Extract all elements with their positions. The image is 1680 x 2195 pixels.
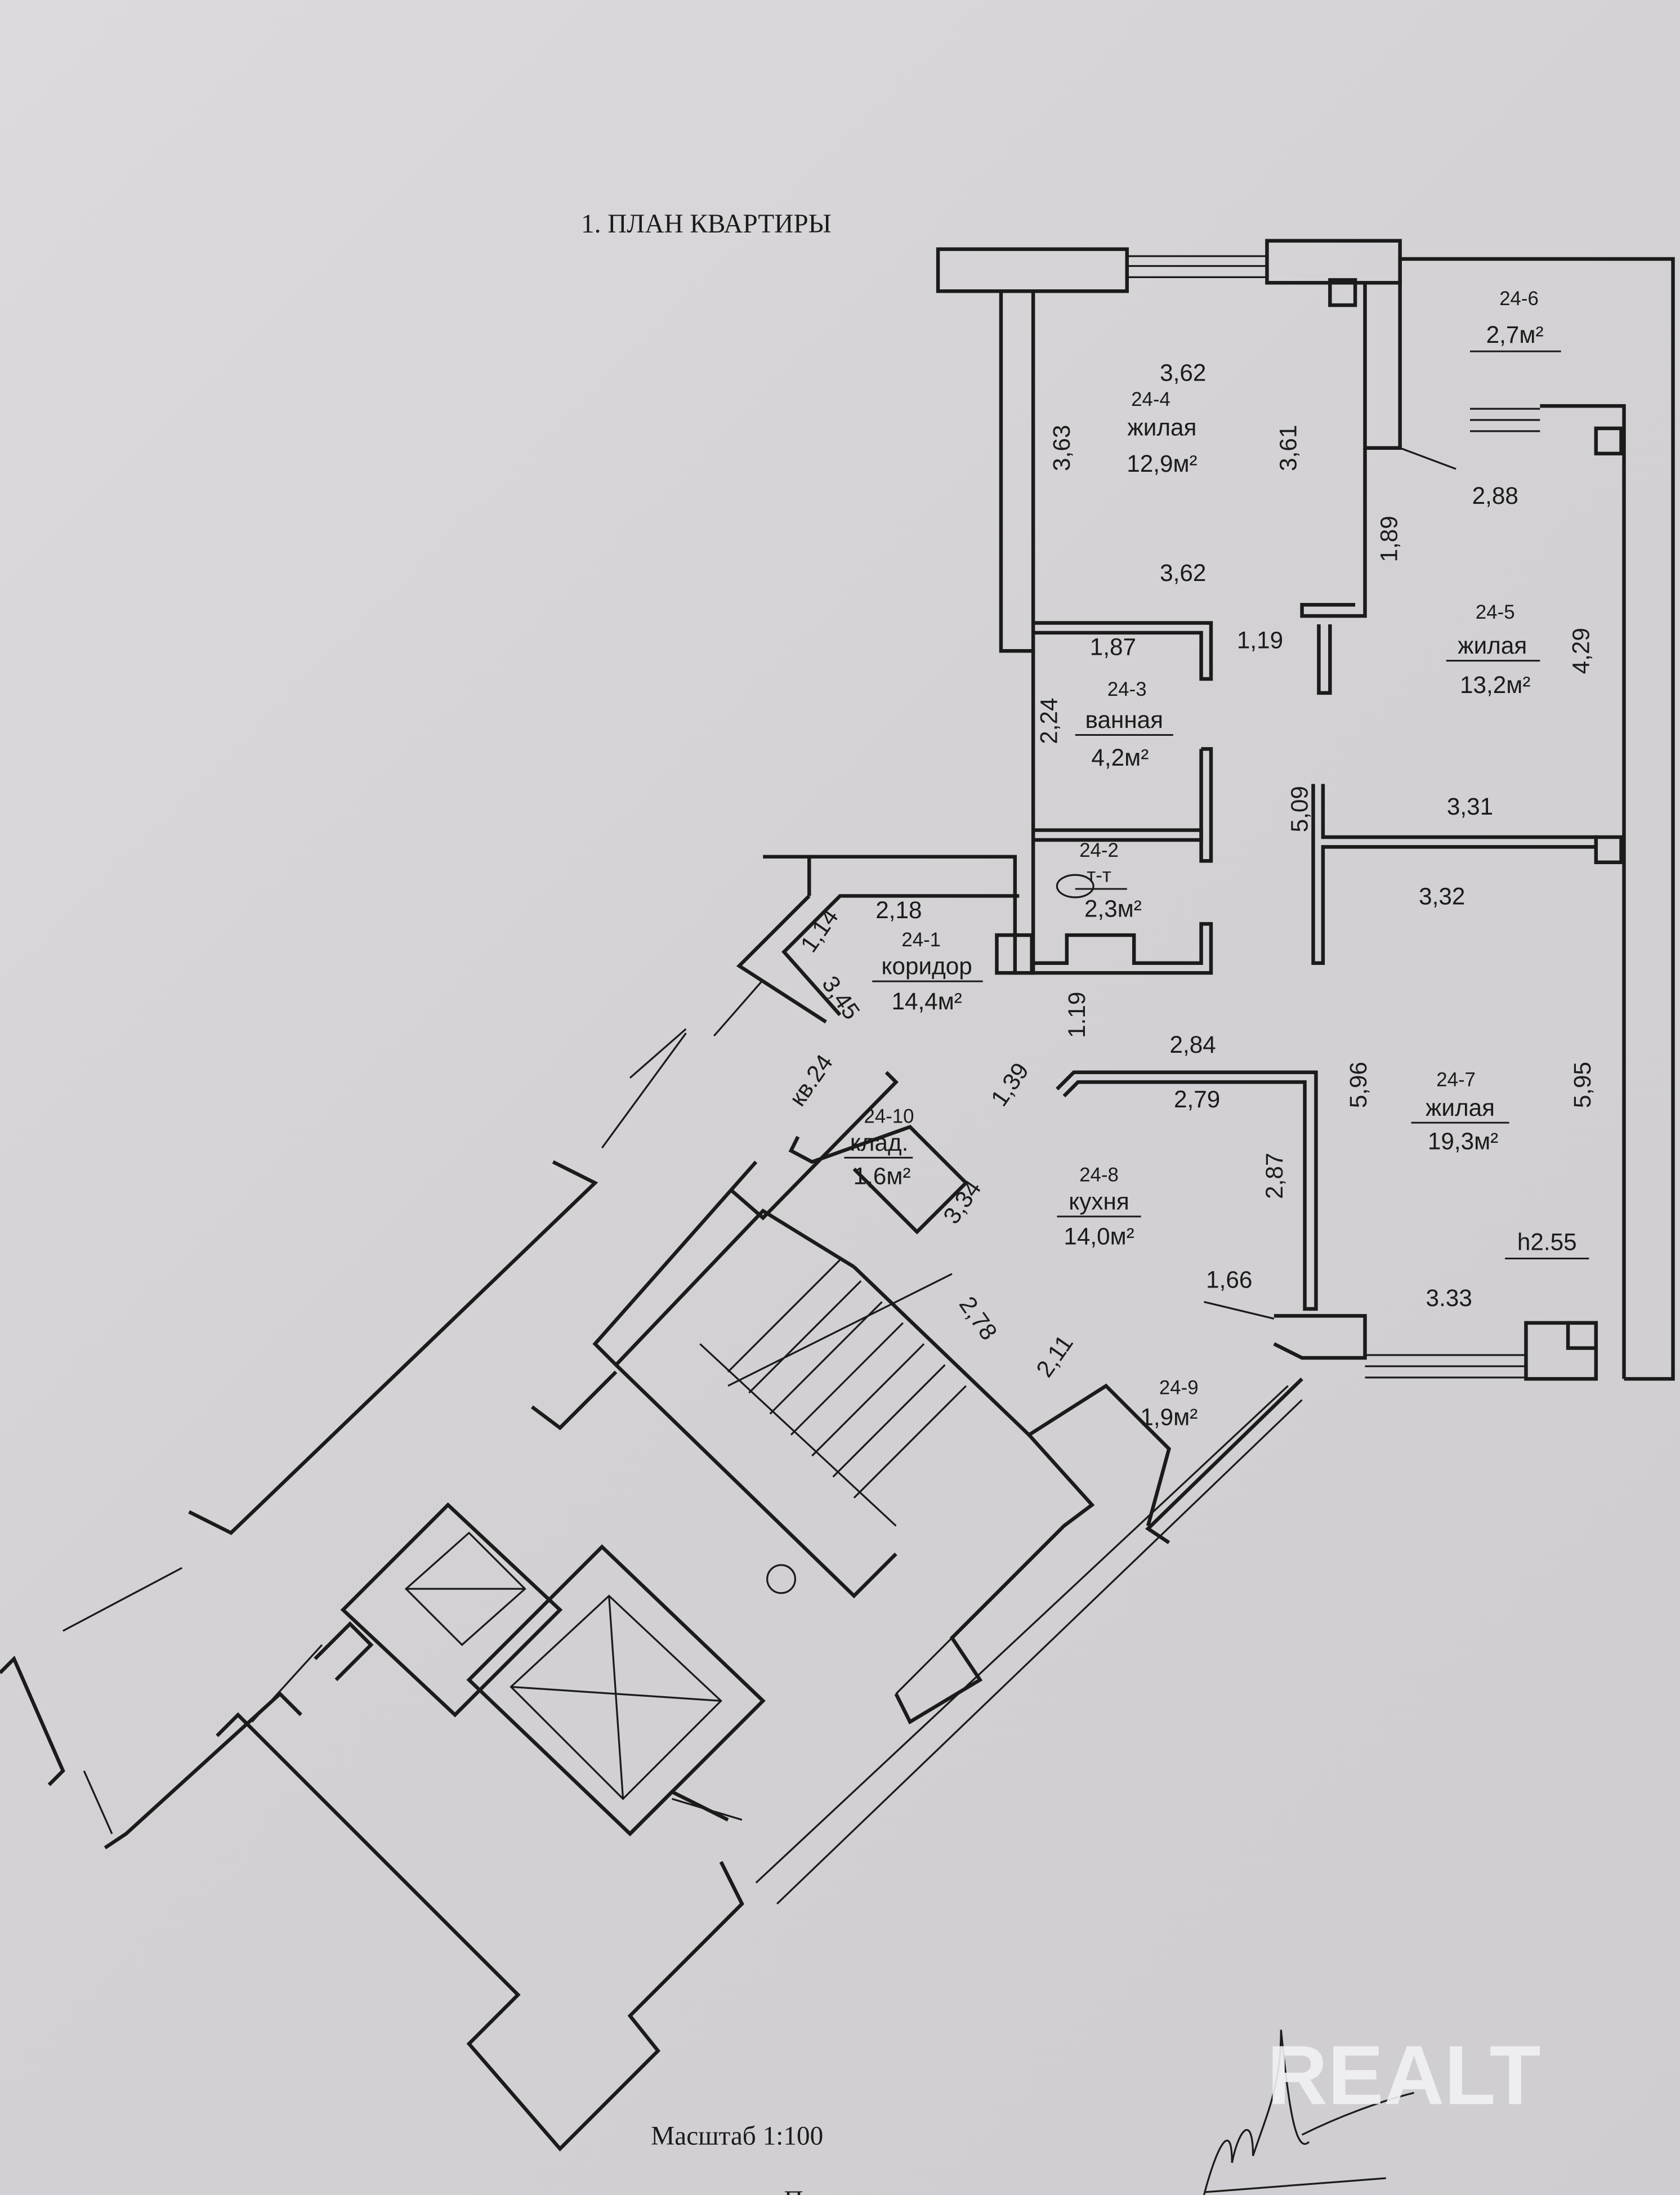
dimension-label: 2,7м² xyxy=(1486,321,1544,348)
apartment-number: кв.24 xyxy=(784,1049,838,1111)
dimension-label: 1,19 xyxy=(1237,627,1283,653)
dimension-label: 24-6 xyxy=(1499,288,1539,310)
riser-icon xyxy=(766,1564,797,1594)
dimension-label: 14,4м² xyxy=(891,988,962,1014)
dimension-label: 13,2м² xyxy=(1460,672,1530,698)
dimension-label: 1,87 xyxy=(1090,634,1136,660)
dimension-label: 24-1 xyxy=(901,929,941,951)
dimension-label: 2,87 xyxy=(1261,1153,1288,1199)
room-24-8: 2,84 2,79 1,39 2,87 24-8 кухня 14,0м² 1,… xyxy=(954,1031,1288,1345)
room-24-4: 3,62 24-4 жилая 12,9м² 3,63 3,61 3,62 xyxy=(1048,359,1302,586)
dimension-label: 2,11 xyxy=(1031,1330,1078,1382)
dimension-label: 1,14 xyxy=(795,904,843,957)
dimension-label: 1,39 xyxy=(986,1058,1034,1111)
dimension-label: жилая xyxy=(1426,1094,1495,1121)
dimension-label: 24-8 xyxy=(1079,1164,1119,1186)
dimension-label: 5,09 xyxy=(1286,786,1313,832)
dimension-label: 2,18 xyxy=(875,897,922,923)
dimension-label: 2,24 xyxy=(1035,698,1062,744)
dimension-label: 2,78 xyxy=(954,1291,1003,1344)
dimension-label: 24-4 xyxy=(1131,388,1170,410)
room-24-6: 24-6 2,7м² xyxy=(1470,288,1561,352)
dimension-label: 1,66 xyxy=(1206,1267,1252,1293)
dimension-label: 2,84 xyxy=(1170,1031,1216,1058)
dimension-label: т-т xyxy=(1087,865,1111,887)
realt-watermark: REALT xyxy=(1267,2028,1540,2122)
toilet-icon xyxy=(1056,874,1094,898)
room-24-1: 2,18 24-1 коридор 14,4м² 1,14 3,45 1.19 xyxy=(795,897,1090,1038)
dimension-label: 5,96 xyxy=(1345,1062,1371,1108)
dimension-label: 2,88 xyxy=(1472,482,1518,509)
building-core xyxy=(0,979,1303,2152)
dimension-label: 3,62 xyxy=(1160,560,1206,586)
scale-label: Масштаб 1:100 xyxy=(651,2121,823,2151)
dimension-label: 14,0м² xyxy=(1064,1223,1134,1250)
dimension-label: коридор xyxy=(882,953,972,980)
dimension-label: 24-9 xyxy=(1159,1377,1199,1399)
room-24-7: 5,09 3,31 3,32 5,96 24-7 жилая 19,3м² 5,… xyxy=(1286,786,1596,1311)
dimension-label: ванная xyxy=(1085,707,1164,733)
room-24-2: 24-2 т-т 2,3м² xyxy=(1075,839,1142,922)
room-24-9: 2,11 24-9 1,9м² xyxy=(1031,1330,1199,1430)
dimension-label: 4,2м² xyxy=(1091,744,1149,771)
dimension-label: 19,3м² xyxy=(1428,1128,1498,1155)
dimension-label: 5,95 xyxy=(1569,1062,1596,1108)
dimension-label: 24-2 xyxy=(1079,839,1119,861)
dimension-label: 24-7 xyxy=(1436,1069,1476,1091)
stairs xyxy=(727,1259,967,1499)
dimension-label: 3,32 xyxy=(1419,883,1465,909)
dimension-label: 4,29 xyxy=(1567,628,1594,674)
plan-title: 1. ПЛАН КВАРТИРЫ xyxy=(581,209,832,239)
signature-caption: Подпись исполнителя xyxy=(784,2186,1033,2195)
dimension-label: жилая xyxy=(1458,632,1527,659)
dimension-label: клад. xyxy=(850,1129,909,1156)
dimension-label: 12,9м² xyxy=(1127,450,1197,477)
dimension-label: 3,31 xyxy=(1447,793,1493,820)
dimension-label: 1.19 xyxy=(1064,992,1090,1038)
dimension-label: 1,89 xyxy=(1376,516,1402,562)
apartment-walls xyxy=(736,239,1675,1544)
dimension-label: 24-10 xyxy=(864,1105,914,1127)
dimension-label: 3,61 xyxy=(1275,425,1302,471)
room-24-5: 2,88 1,89 1,19 24-5 жилая 13,2м² 4,29 xyxy=(1237,482,1594,698)
dimension-label: 2,79 xyxy=(1174,1086,1220,1112)
dimension-label: кухня xyxy=(1069,1188,1129,1214)
dimension-label: 1,6м² xyxy=(854,1163,911,1190)
dimension-label: 3,63 xyxy=(1048,425,1075,471)
dimension-label: 3.33 xyxy=(1426,1285,1472,1311)
dimension-label: 3,34 xyxy=(938,1175,986,1228)
dimension-label: 1,9м² xyxy=(1140,1403,1198,1430)
dimension-label: 24-5 xyxy=(1476,601,1515,623)
dimension-label: жилая xyxy=(1127,414,1196,440)
dimension-label: 24-3 xyxy=(1107,678,1147,700)
dimension-label: 3,62 xyxy=(1160,359,1206,386)
room-24-3: 1,87 2,24 24-3 ванная 4,2м² xyxy=(1035,634,1173,771)
signature xyxy=(1203,2029,1414,2195)
dimension-label: 2,3м² xyxy=(1084,896,1142,922)
ceiling-height: h2.55 xyxy=(1517,1229,1577,1255)
